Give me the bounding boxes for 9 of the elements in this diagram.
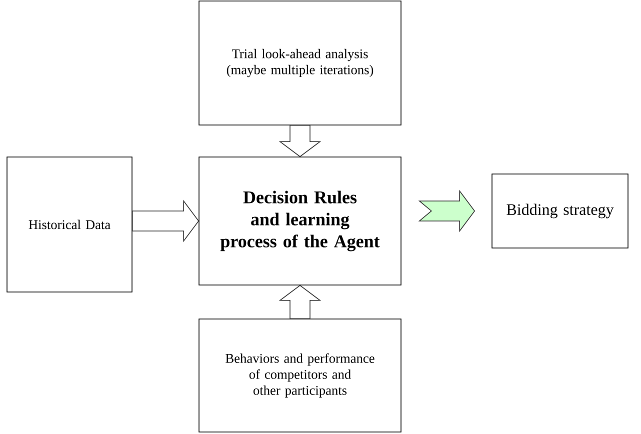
process-box: Historical Data	[6, 156, 132, 292]
process-box: Trial look-ahead analysis (maybe multiple iterations)	[198, 0, 402, 126]
block-arrow	[132, 200, 200, 242]
block-arrow	[278, 284, 322, 319]
process-box: Behaviors and performance of competitors and other participants	[198, 318, 402, 432]
block-arrow	[278, 125, 322, 158]
block-arrow	[418, 190, 476, 232]
process-box: Bidding strategy	[492, 174, 628, 248]
process-box: Decision Rules and learning process of the Agent	[198, 156, 402, 286]
